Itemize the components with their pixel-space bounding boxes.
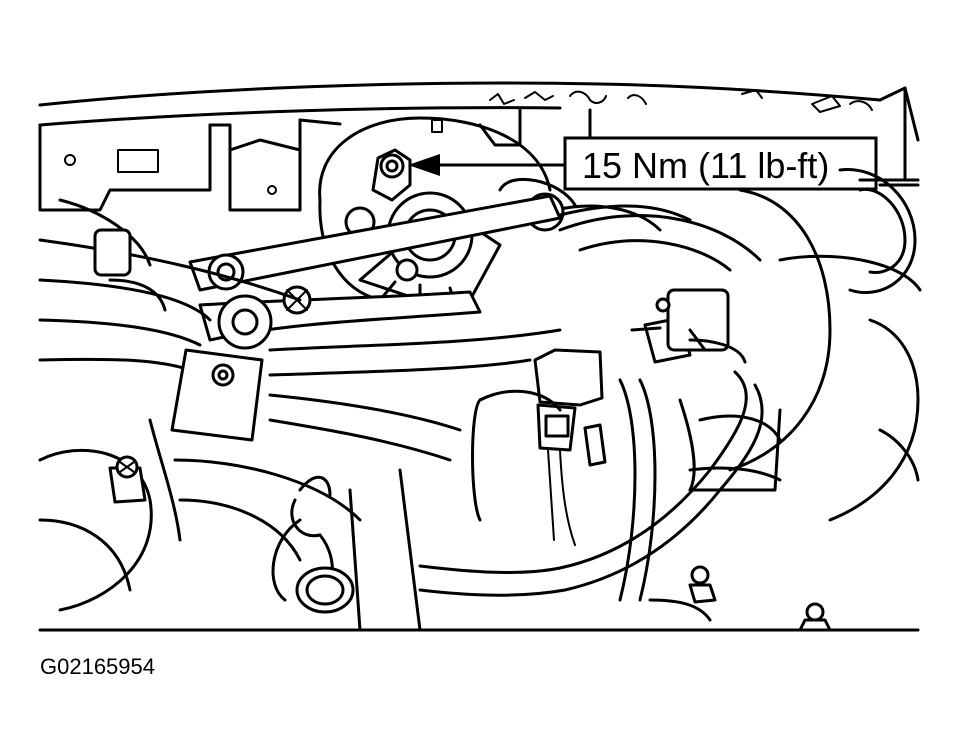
vacuum-hose [418, 288, 764, 597]
wiper-linkage [188, 194, 692, 350]
dipstick-loop [271, 476, 355, 614]
torque-label: 15 Nm (11 lb-ft) [582, 145, 829, 186]
mounting-bolt [371, 148, 412, 202]
figure-id: G02165954 [40, 654, 155, 679]
wire-harness [38, 198, 562, 462]
fender-well [38, 418, 422, 632]
relay-connector [471, 348, 657, 602]
fasteners [688, 565, 832, 632]
reservoir [558, 168, 922, 522]
torque-callout: 15 Nm (11 lb-ft) [408, 136, 878, 191]
arrow-head-icon [408, 154, 440, 176]
master-cylinder [648, 398, 782, 622]
callout-box [563, 136, 878, 191]
cowl-panel [38, 81, 920, 212]
